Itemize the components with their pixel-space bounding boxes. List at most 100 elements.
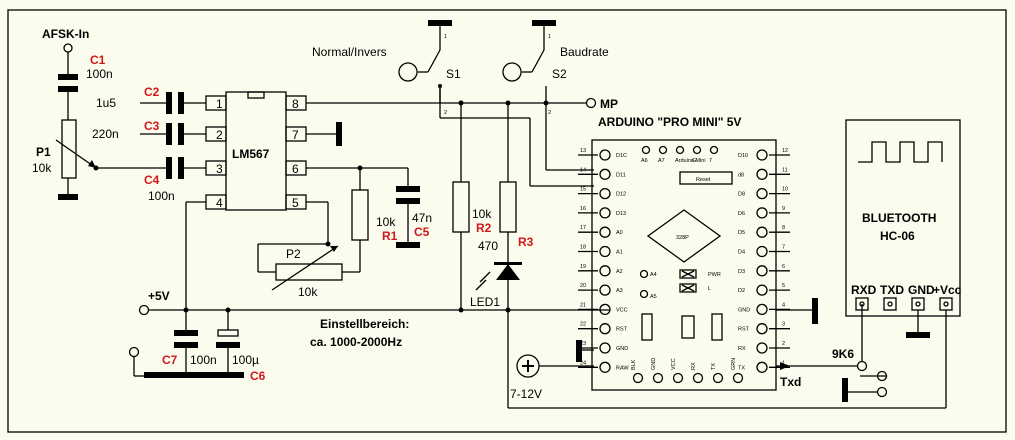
arduino-top-pad bbox=[709, 145, 719, 155]
bluetooth-label: BLUETOOTH bbox=[862, 211, 936, 225]
v712-label: 7-12V bbox=[510, 387, 542, 401]
p1-name: P1 bbox=[36, 145, 51, 159]
arduino-pin-number: 9 bbox=[782, 206, 785, 212]
arduino-pin-pad bbox=[756, 303, 768, 316]
c7-plate-top bbox=[174, 330, 198, 336]
arduino-pin-number: 16 bbox=[580, 206, 586, 212]
arduino-top-pad bbox=[641, 145, 651, 155]
p2-value: 10k bbox=[298, 285, 318, 299]
jumper-bar bbox=[842, 378, 848, 402]
arduino-pin-pad bbox=[599, 303, 611, 316]
arduino-pin-pad bbox=[756, 149, 768, 161]
c5-name: C5 bbox=[414, 225, 430, 239]
lm567-pin-num: 6 bbox=[292, 162, 299, 176]
arduino-top-label: G bbox=[692, 158, 696, 164]
arduino-bottom-pad bbox=[632, 372, 644, 384]
reset-label: Reset bbox=[696, 177, 711, 183]
arduino-pin-label: D4 bbox=[738, 250, 745, 256]
frame-border bbox=[7, 9, 1007, 433]
arduino-pin-label: D8 bbox=[738, 192, 745, 198]
arduino-top-label: A7 bbox=[658, 158, 665, 164]
arduino-pin-pad bbox=[599, 342, 611, 354]
arduino-bottom-pad bbox=[692, 372, 704, 384]
r2-resistor bbox=[452, 181, 470, 233]
plus5v-label: +5V bbox=[148, 289, 170, 303]
ground-terminal bbox=[128, 346, 140, 358]
c2-plate-left bbox=[166, 92, 172, 114]
arduino-pin-number: 22 bbox=[580, 322, 586, 328]
arduino-pin-number: 23 bbox=[580, 341, 586, 347]
ground-pin7 bbox=[336, 122, 342, 146]
s1-pin1: 1 bbox=[444, 34, 447, 40]
arduino-bottom-label: GND bbox=[651, 358, 657, 370]
c6-value: 100µ bbox=[232, 353, 259, 367]
bt-ground bbox=[906, 332, 930, 338]
arduino-pin-number: 14 bbox=[580, 167, 586, 173]
arduino-pin-pad bbox=[599, 187, 611, 200]
lm567-label: LM567 bbox=[232, 147, 270, 161]
pwr-led-label: PWR bbox=[708, 272, 721, 278]
c5-plate-top bbox=[396, 186, 420, 192]
arduino-pin-label: D3 bbox=[738, 269, 745, 275]
arduino-title: ARDUINO "PRO MINI" 5V bbox=[598, 115, 741, 129]
arduino-pin-label: A0 bbox=[616, 230, 623, 236]
ground-p1 bbox=[58, 194, 78, 200]
s2-pin2: 2 bbox=[548, 110, 551, 116]
plus5v-terminal bbox=[138, 304, 150, 316]
r1-value: 10k bbox=[376, 215, 396, 229]
arduino-pin-number: 21 bbox=[580, 302, 586, 308]
arduino-pin-label: D13 bbox=[616, 211, 626, 217]
arduino-bottom-pad bbox=[652, 372, 664, 384]
arduino-pin-number: 2 bbox=[782, 341, 785, 347]
lm567-pin-num: 1 bbox=[216, 97, 223, 111]
arduino-pin-label: A3 bbox=[616, 288, 623, 294]
r3-resistor bbox=[499, 181, 517, 233]
arduino-pin-number: 15 bbox=[580, 187, 586, 193]
arduino-pin-pad bbox=[756, 245, 768, 258]
arduino-pin-label: D5 bbox=[738, 230, 745, 236]
arduino-top-label: A6 bbox=[641, 158, 648, 164]
arduino-pin-pad bbox=[756, 226, 768, 238]
c6-name: C6 bbox=[250, 369, 266, 383]
arduino-pin-label: A1 bbox=[616, 250, 623, 256]
arduino-top-pad bbox=[692, 145, 702, 155]
arduino-pin-number: 18 bbox=[580, 245, 586, 251]
s1-lever-icon bbox=[398, 62, 418, 82]
arduino-pin-label: D1C bbox=[616, 153, 627, 159]
arduino-pin-number: 5 bbox=[782, 283, 785, 289]
arduino-top-pad bbox=[658, 145, 668, 155]
lm567-pin-num: 8 bbox=[292, 97, 299, 111]
arduino-pin-pad bbox=[599, 323, 611, 335]
r3-value: 470 bbox=[478, 239, 498, 253]
arduino-pin-pad bbox=[756, 168, 768, 180]
bluetooth-antenna-icon bbox=[858, 141, 943, 163]
c6-plate-bottom bbox=[216, 342, 240, 348]
arduino-mid-label: A5 bbox=[650, 294, 657, 300]
arduino-pin-number: 8 bbox=[782, 225, 785, 231]
reset-button bbox=[679, 171, 733, 185]
p1-wiper-arrow bbox=[55, 139, 97, 169]
bluetooth-module bbox=[845, 119, 961, 317]
s1-contact bbox=[427, 49, 441, 73]
r1-name: R1 bbox=[382, 229, 398, 243]
bt-pin-rxd: RXD bbox=[851, 283, 877, 297]
c2-name: C2 bbox=[144, 85, 160, 99]
ground-bar bbox=[144, 372, 244, 378]
arduino-pin-number: 7 bbox=[782, 245, 785, 251]
s1-pin2: 2 bbox=[444, 110, 447, 116]
mp-label: MP bbox=[600, 97, 618, 111]
c6-plate-top bbox=[217, 329, 239, 337]
afsk-input-terminal bbox=[63, 43, 73, 53]
arduino-bottom-pad bbox=[732, 372, 744, 384]
einstell-label-2: ca. 1000-2000Hz bbox=[310, 335, 402, 349]
hc06-label: HC-06 bbox=[880, 229, 915, 243]
c1-name: C1 bbox=[90, 53, 106, 67]
r9k6-label: 9K6 bbox=[832, 347, 854, 361]
arduino-pin-number: 19 bbox=[580, 264, 586, 270]
arduino-pin-pad bbox=[756, 361, 768, 373]
arduino-board bbox=[591, 139, 777, 391]
arduino-pin-label: RAW bbox=[616, 365, 629, 371]
arduino-pin-label: D11 bbox=[616, 172, 626, 178]
arduino-pin-label: RX bbox=[738, 346, 746, 352]
